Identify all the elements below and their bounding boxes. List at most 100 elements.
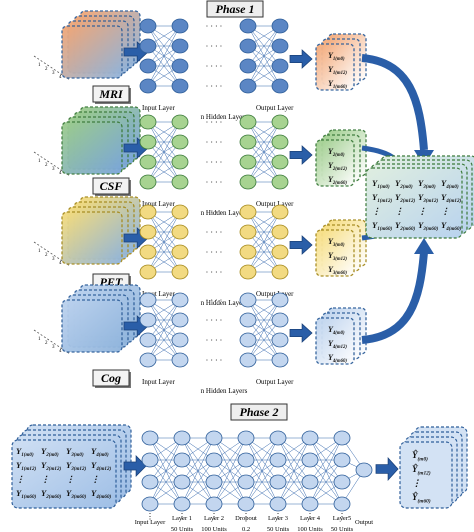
label-box <box>92 85 130 103</box>
label-box <box>92 177 130 195</box>
phase2-layer-units: 50 Units <box>267 526 290 532</box>
phase2-layer-units: 50 Units <box>331 526 354 532</box>
phase2-neuron <box>173 496 191 512</box>
combined-cell: Y2(m60) <box>395 220 416 232</box>
phase2-layer-units: 50 Units <box>171 526 194 532</box>
connection-line <box>147 211 181 273</box>
modality-label: CSF <box>100 179 123 193</box>
merge-curve-mri <box>361 54 428 151</box>
modality-label: MRI <box>98 87 124 101</box>
phase2-cell: Y4(m0) <box>91 446 109 458</box>
ellipsis-dots: · · · · <box>206 62 223 71</box>
axis-mark: 4 <box>59 349 62 354</box>
neuron-node <box>139 58 157 74</box>
ellipsis-dots: · · · · <box>206 208 223 217</box>
ellipsis-dots: · · · · <box>206 82 223 91</box>
combined-cell: Y2(m12) <box>395 192 416 204</box>
phase2-cell: Y1(m12) <box>16 460 37 472</box>
phase2-neuron <box>301 496 319 512</box>
connection-line <box>147 121 181 183</box>
phase2-vdots: ⋮ <box>274 512 282 521</box>
connection-line <box>247 231 281 273</box>
neuron-node <box>139 18 157 34</box>
phase2-neuron <box>173 452 191 468</box>
connection-line <box>147 299 181 341</box>
data-stack-pet <box>61 196 141 265</box>
modality-csf: CSF <box>92 177 131 196</box>
data-slab <box>61 121 123 175</box>
ellipsis-dots: · · · · <box>206 22 223 31</box>
phase2-vdots: ⋮ <box>338 512 346 521</box>
output-stack <box>315 219 367 277</box>
neuron-node <box>139 292 157 308</box>
combined-cell: Y4(m12) <box>441 192 462 204</box>
neuron-node <box>139 78 157 94</box>
neuron-node <box>171 18 189 34</box>
combined-cell: Y3(m60) <box>418 220 439 232</box>
merge-curve-cog <box>361 251 428 344</box>
ellipsis-dots: · · · · <box>206 336 223 345</box>
neuron-node <box>139 224 157 240</box>
phase2-layer-label: Layer 3 <box>268 515 288 522</box>
phase2-connection <box>309 437 343 483</box>
connection-line <box>147 299 181 361</box>
axis-mark: 2 <box>45 341 48 346</box>
phase2-connection <box>277 437 311 505</box>
ellipsis-dots: · · · · <box>206 118 223 127</box>
neuron-node <box>171 264 189 280</box>
phase2-neuron <box>333 430 351 446</box>
phase2-neuron <box>141 452 159 468</box>
phase2-connection <box>181 437 215 505</box>
neuron-node <box>171 224 189 240</box>
neuron-node <box>139 154 157 170</box>
phase2-connection <box>149 459 183 505</box>
phase2-slab <box>11 439 117 509</box>
phase2-neuron <box>301 452 319 468</box>
output-stack <box>315 33 367 91</box>
network-mri: · · · · · · · · · · · · · · · · <box>139 18 289 94</box>
phase1-title-text: Phase 1 <box>216 2 255 16</box>
phase2-connection <box>245 437 279 483</box>
neuron-node <box>239 114 257 130</box>
phase2-neuron <box>269 474 287 490</box>
connection-line <box>247 121 281 183</box>
hidden-layers-label: n Hidden Layers <box>201 299 248 307</box>
neuron-node <box>271 244 289 260</box>
phase2-layer-units: 0.2 <box>242 526 250 532</box>
combined-slab <box>365 167 463 239</box>
phase2-layer-label: Layer 4 <box>300 515 321 522</box>
connection-line <box>147 25 181 67</box>
connection-line <box>147 25 181 87</box>
phase2-neuron <box>333 474 351 490</box>
neuron-node <box>171 204 189 220</box>
neuron-node <box>139 38 157 54</box>
axis-mark: 3 <box>52 257 55 262</box>
phase2-neuron <box>269 452 287 468</box>
phase2-output-arrow <box>375 456 399 482</box>
neuron-node <box>171 352 189 368</box>
neuron-node <box>171 154 189 170</box>
phase2-vdots: ⋮ <box>306 512 314 521</box>
neuron-node <box>239 174 257 190</box>
ellipsis-dots: · · · · <box>206 42 223 51</box>
phase2-layer-label: Layer 1 <box>172 515 192 522</box>
ellipsis-dots: · · · · <box>206 356 223 365</box>
output-layer-label: Output Layer <box>256 200 294 208</box>
neuron-node <box>271 18 289 34</box>
phase2-connection <box>213 459 247 505</box>
axis-mark: 2 <box>45 253 48 258</box>
neuron-node <box>239 264 257 280</box>
label-box <box>92 369 130 387</box>
ellipsis-dots: · · · · <box>206 268 223 277</box>
connection-line <box>247 319 281 361</box>
connection-line <box>147 121 181 163</box>
phase2-vdots: ⋮ <box>210 512 218 521</box>
connection-line <box>247 299 281 361</box>
combined-cell: Y3(m0) <box>418 178 436 190</box>
phase2-output-value: ⋮ <box>412 478 421 488</box>
neuron-node <box>271 174 289 190</box>
combined-cell: Y4(m0) <box>441 178 459 190</box>
phase2-neuron <box>237 430 255 446</box>
phase2-neuron <box>333 452 351 468</box>
